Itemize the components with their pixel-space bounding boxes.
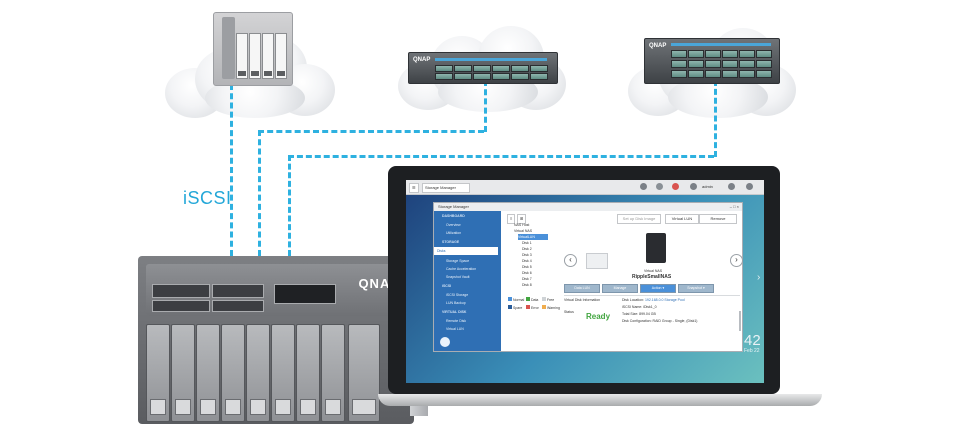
tree-item[interactable]: Disk 7 [522, 277, 532, 281]
tree-item[interactable]: NAS Host [514, 223, 530, 227]
prev-arrow-button[interactable]: ‹ [564, 254, 577, 267]
notification-icon[interactable] [672, 183, 679, 190]
desktop-next-arrow[interactable]: › [757, 272, 761, 283]
sidebar: DASHBOARD Overview Utilization STORAGE D… [434, 211, 501, 351]
nas-device-icon [646, 233, 666, 263]
status-label: Status [564, 310, 574, 314]
setup-disk-image-button[interactable]: Set up Disk Image [617, 214, 661, 224]
legend-item: Normal [508, 297, 524, 302]
info-section-title: Virtual Disk Information [564, 298, 601, 302]
task-icon[interactable] [656, 183, 663, 190]
view-grid-button[interactable]: ⊞ [517, 214, 527, 224]
raid-config: Disk Configuration: RAID Group - Single,… [622, 319, 698, 323]
status-ready: Ready [586, 312, 611, 321]
sidebar-item-overview[interactable]: Overview [446, 223, 461, 227]
sidebar-item-remote-disk[interactable]: Remote Disk [446, 319, 467, 323]
rack-logo: QNAP [649, 43, 667, 49]
dashboard-icon[interactable] [746, 183, 753, 190]
empty-slot [586, 253, 608, 269]
user-menu[interactable]: admin [702, 184, 713, 189]
data-lun-button[interactable]: Data LUN [564, 284, 600, 293]
legend-item: Warning [542, 305, 560, 310]
sidebar-item-storage-space[interactable]: Storage Space [446, 259, 470, 263]
link-line [288, 155, 714, 158]
virtual-lun-button[interactable]: Virtual LUN [665, 214, 699, 224]
remove-button[interactable]: Remove [699, 214, 737, 224]
tree-item[interactable]: Disk 1 [522, 241, 532, 245]
window-title-text: Storage Manager [438, 204, 469, 209]
link-line [258, 130, 484, 133]
legend: Normal Data Free Spare Error Warning [508, 297, 562, 319]
legend-item: Data [526, 297, 538, 302]
device-tree: NAS Host Virtual NAS VirtualLUN Disk 1 D… [508, 222, 556, 292]
tree-item[interactable]: Disk 5 [522, 265, 532, 269]
rack-logo: QNAP [413, 57, 431, 63]
tree-item[interactable]: Disk 8 [522, 283, 532, 287]
user-icon[interactable] [690, 183, 697, 190]
storage-manager-window: Storage Manager – □ × DASHBOARD Overview… [433, 202, 743, 352]
desktop-clock-time: 42 [744, 332, 761, 349]
next-arrow-button[interactable]: › [730, 254, 743, 267]
more-icon[interactable] [728, 183, 735, 190]
window-controls[interactable]: – □ × [729, 204, 739, 209]
taskbar-tab-storage-manager[interactable]: Storage Manager [422, 183, 470, 193]
tree-item[interactable]: Disk 4 [522, 259, 532, 263]
device-type-label: Virtual NAS [644, 269, 663, 273]
link-line [288, 155, 291, 256]
laptop-screen: ☰ Storage Manager admin Storage Manager … [406, 180, 764, 383]
sidebar-item-cache[interactable]: Cache Acceleration [446, 267, 477, 271]
snapshot-dropdown[interactable]: Snapshot ▾ [678, 284, 714, 293]
scrollbar[interactable] [739, 311, 741, 331]
sidebar-section-storage: STORAGE [442, 240, 460, 244]
sidebar-item-lun-backup[interactable]: LUN Backup [446, 301, 466, 305]
view-list-button[interactable]: ≡ [507, 214, 516, 224]
device-name: RippleSmallNAS [632, 274, 672, 280]
sidebar-item-utilization[interactable]: Utilization [446, 231, 462, 235]
legend-item: Error [526, 305, 539, 310]
link-line [484, 80, 487, 132]
sidebar-section-iscsi: iSCSI [442, 284, 452, 288]
tree-item[interactable]: Disk 6 [522, 271, 532, 275]
app-logo-icon [440, 337, 450, 347]
legend-item: Free [542, 297, 554, 302]
menu-button[interactable]: ☰ [409, 183, 419, 193]
tower-nas [213, 12, 293, 86]
tree-item[interactable]: Disk 3 [522, 253, 532, 257]
sidebar-item-snapshot[interactable]: Snapshot Vault [446, 275, 470, 279]
legend-item: Spare [508, 305, 522, 310]
link-line [714, 80, 717, 157]
tree-item[interactable]: Virtual NAS [514, 229, 533, 233]
tree-item[interactable]: Disk 2 [522, 247, 532, 251]
rack-nas-right: QNAP [644, 38, 780, 84]
manage-button[interactable]: Manage [602, 284, 638, 293]
action-dropdown[interactable]: Action ▾ [640, 284, 676, 293]
window-title: Storage Manager – □ × [434, 203, 742, 211]
rack-nas-middle: QNAP [408, 52, 558, 84]
sidebar-item-virtual-lun[interactable]: Virtual LUN [446, 327, 464, 331]
iscsi-label: iSCSI [183, 188, 232, 208]
main-nas-unit: QNAP [138, 256, 414, 424]
sidebar-item-disks[interactable]: Disks [434, 247, 498, 255]
tree-item-selected[interactable]: VirtualLUN [518, 234, 548, 240]
disk-location: Disk Location: 192.168.0.0 Storage Pool [622, 298, 685, 302]
link-line [230, 84, 233, 256]
sidebar-item-iscsi-storage[interactable]: iSCSI Storage [446, 293, 469, 297]
sidebar-section-virtual-disk: VIRTUAL DISK [442, 310, 467, 314]
link-line [258, 130, 261, 256]
laptop-base [378, 394, 822, 406]
iscsi-name: iSCSI Name: iDisk1_0 [622, 305, 657, 309]
main-panel: ≡ ⊞ Set up Disk Image Virtual LUN Remove… [501, 211, 743, 351]
total-size: Total Size: 899.04 GB [622, 312, 656, 316]
desktop-clock-date: Feb 22 [744, 348, 760, 354]
desktop-topbar: ☰ Storage Manager admin [406, 180, 764, 195]
search-icon[interactable] [640, 183, 647, 190]
sidebar-section-dashboard: DASHBOARD [442, 214, 465, 218]
info-panel: Virtual Disk Information Status Ready Di… [564, 295, 740, 350]
